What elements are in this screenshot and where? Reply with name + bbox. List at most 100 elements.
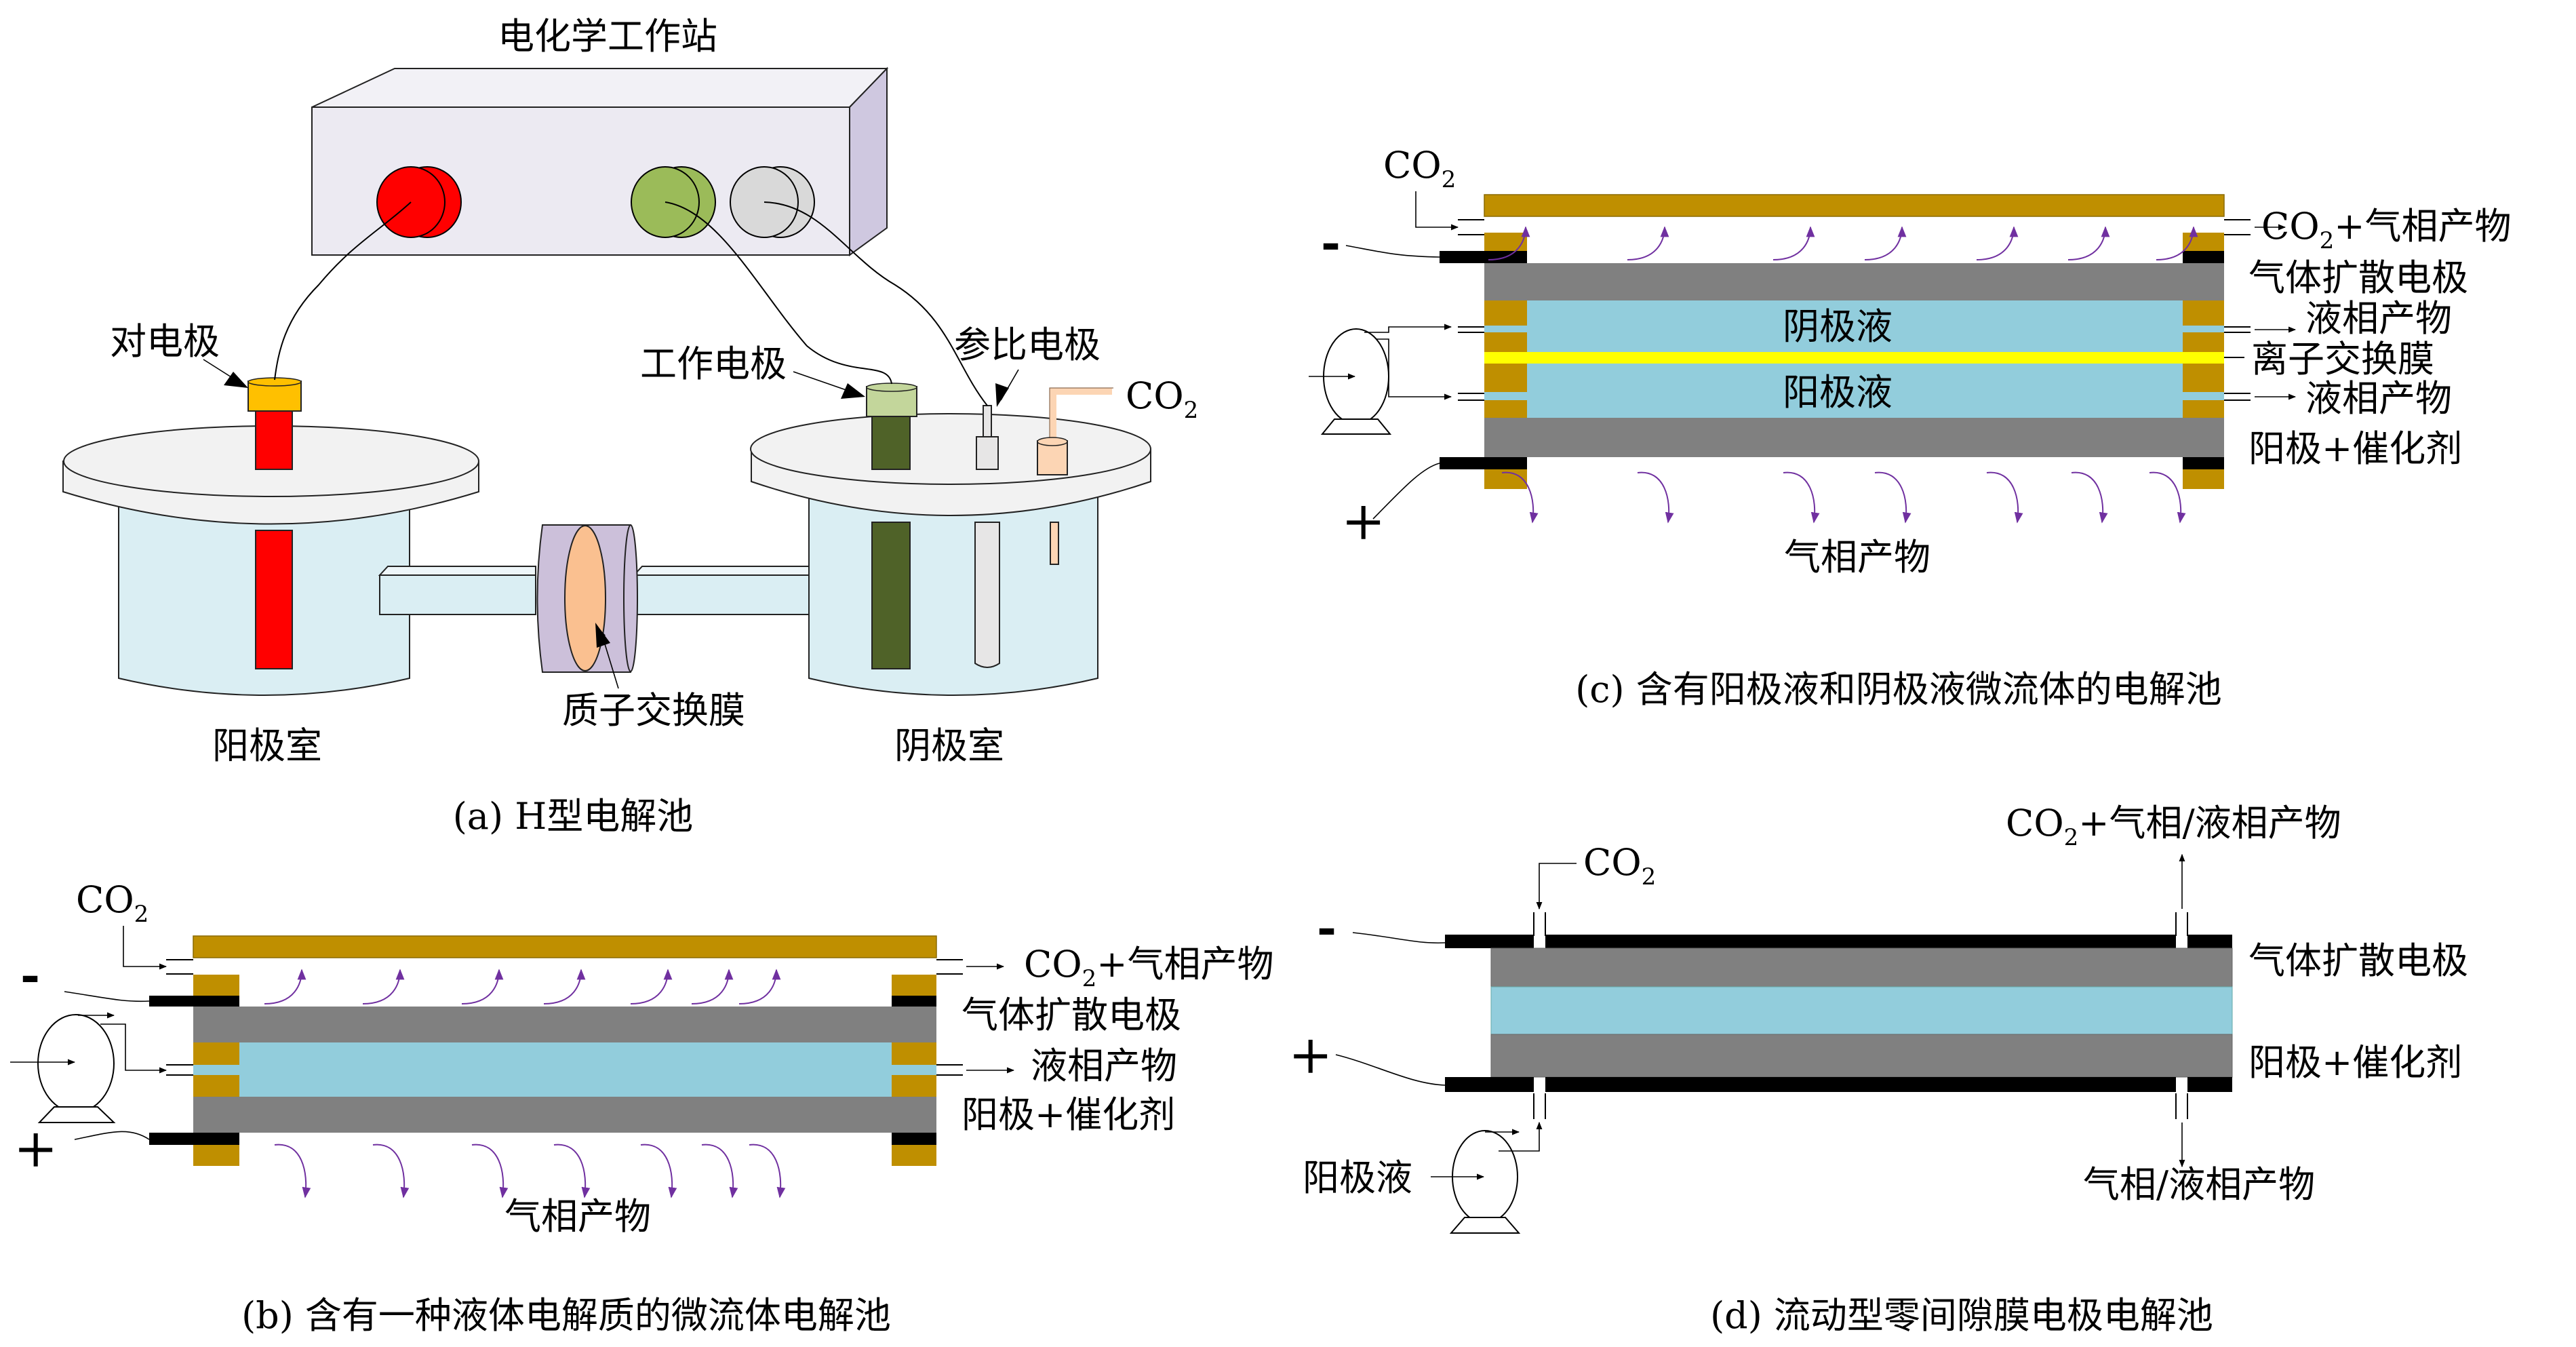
pump-base	[1320, 418, 1392, 435]
membrane-pointer-arrowhead	[595, 623, 610, 648]
anolyte-label-c: 阳极液	[1783, 371, 1893, 414]
gasket-cath-1r	[2183, 300, 2224, 326]
anolyte-label-d: 阳极液	[1303, 1156, 1412, 1199]
cathode-plate-d-left	[1445, 935, 1534, 948]
gas-rise-arrows-b	[264, 969, 781, 1004]
co2-inlet-arrow-b	[123, 926, 167, 970]
anode-chamber-beaker	[62, 377, 479, 696]
anode-collector-left-b	[149, 1133, 239, 1145]
liquid-products-top-label-c: 液相产物	[2305, 297, 2452, 340]
gasket-cath-1l	[1484, 300, 1527, 326]
co2-inlet-arrow-c	[1415, 191, 1459, 231]
working-electrode-lower	[871, 522, 911, 669]
channel-top-lip-left	[378, 566, 536, 576]
cathode-plate-d-mid	[1545, 935, 2176, 948]
panel-d-zero-gap-mea: CO2 - + CO2+气相/液相产物 气体扩散电极	[1288, 802, 2468, 1337]
port-ticks-b	[166, 959, 963, 1076]
anode-plate-d-left	[1445, 1077, 1534, 1092]
plus-terminal-d: +	[1288, 1025, 1332, 1086]
gasket-mid-2l-b	[193, 1075, 239, 1097]
outlet-top-rest: +气相/液相产物	[2078, 802, 2341, 844]
cathode-collector-right-b	[892, 996, 936, 1007]
minus-wire-c	[1345, 245, 1440, 258]
anode-collector-right-b	[892, 1133, 936, 1145]
caption-c: (c) 含有阳极液和阴极液微流体的电解池	[1575, 668, 2222, 711]
ion-exchange-membrane-c	[1484, 352, 2224, 364]
outlet-gas-label-b: CO2+气相产物	[1024, 943, 1273, 992]
pump-base	[1449, 1217, 1521, 1234]
co2-inlet-rod	[1050, 522, 1059, 565]
minus-terminal-c: -	[1321, 214, 1341, 271]
reference-electrode-tube	[974, 522, 1000, 668]
co2-inlet-label: CO2	[1126, 374, 1198, 424]
co2-text: CO	[2006, 802, 2064, 844]
minus-terminal-d: -	[1317, 899, 1336, 956]
gas-diffusion-electrode-d	[1490, 948, 2233, 988]
wire-working	[665, 201, 892, 385]
gasket-top-left-b	[193, 975, 239, 996]
anode-catalyst-label-b: 阳极+催化剂	[962, 1093, 1175, 1136]
pump-base	[37, 1106, 116, 1123]
anode-catalyst-layer-b	[193, 1097, 936, 1133]
membrane-layer-d	[1490, 986, 2233, 1035]
gasket-top-left-c	[1484, 233, 1527, 251]
gasket-an-1l	[1484, 364, 1527, 392]
co2-subscript: 2	[1442, 166, 1457, 193]
gray-terminal-knob	[730, 166, 815, 238]
gasket-bottom-right-b	[892, 1145, 936, 1166]
reference-electrode-rod	[983, 405, 992, 437]
gas-flow-arrow	[1874, 471, 1911, 524]
reference-electrode-body	[976, 436, 999, 470]
gasket-an-1r	[2183, 364, 2224, 392]
panel-b-single-microfluidic: CO2	[10, 878, 1273, 1337]
ion-membrane-label-c: 离子交换膜	[2251, 338, 2434, 380]
liquid-products-bottom-label-c: 液相产物	[2305, 377, 2452, 420]
gas-flow-arrow	[362, 969, 405, 1004]
plus-terminal-b: +	[14, 1118, 58, 1179]
outlet-gas-label-c: CO2+气相产物	[2261, 205, 2511, 254]
gas-flow-arrow	[1783, 471, 1820, 524]
cathode-current-collector-left-c	[1440, 251, 1527, 263]
red-terminal-knob	[376, 166, 462, 238]
co2-cylinder-top	[1037, 437, 1068, 446]
counter-electrode-lower	[255, 530, 293, 669]
cathode-lid-top	[750, 413, 1151, 485]
reference-electrode-label: 参比电极	[954, 324, 1101, 366]
plus-terminal-c: +	[1341, 491, 1385, 552]
co2-subscript: 2	[2320, 227, 2335, 254]
co2-inlet-label-b: CO2	[76, 878, 148, 928]
pump-c	[1309, 324, 1452, 435]
gas-flow-arrow	[749, 1144, 786, 1198]
gas-flow-arrow	[1976, 226, 2019, 260]
co2-subscript: 2	[1642, 863, 1657, 891]
gas-flow-arrow	[701, 1144, 738, 1198]
gasket-mid-1l-b	[193, 1042, 239, 1065]
gasket-top-right-b	[892, 975, 936, 996]
working-electrode-label: 工作电极	[640, 343, 787, 385]
anode-catalyst-layer-c	[1484, 418, 2224, 457]
pump-outlet-bottom	[1376, 338, 1452, 400]
gasket-an-2l	[1484, 400, 1527, 418]
pump-d	[1431, 1121, 1543, 1234]
gde-label-d: 气体扩散电极	[2248, 939, 2468, 982]
proton-membrane-label: 质子交换膜	[562, 689, 745, 732]
cathode-collector-left-b	[149, 996, 239, 1007]
anode-catalyst-label-d: 阳极+催化剂	[2248, 1041, 2462, 1084]
gasket-bottom-left-b	[193, 1145, 239, 1166]
channel-left	[379, 574, 536, 615]
co2-text: CO	[1383, 144, 1442, 187]
proton-exchange-membrane	[564, 525, 606, 671]
plus-wire-c	[1372, 463, 1440, 520]
pump-body-icon	[37, 1014, 115, 1113]
gas-products-label-b: 气相产物	[504, 1195, 651, 1238]
pump-b	[10, 1012, 167, 1123]
gas-flow-plate-b	[193, 935, 937, 958]
gas-flow-arrow	[1864, 226, 1907, 260]
anode-chamber-label: 阳极室	[212, 724, 322, 767]
gas-flow-arrow	[691, 969, 734, 1004]
outlet-bottom-label-d: 气相/液相产物	[2083, 1163, 2315, 1206]
pump-outlet	[100, 1023, 167, 1074]
co2-subscript: 2	[1184, 397, 1199, 424]
counter-electrode-upper	[255, 409, 293, 470]
counter-pointer-arrowhead	[224, 372, 248, 388]
